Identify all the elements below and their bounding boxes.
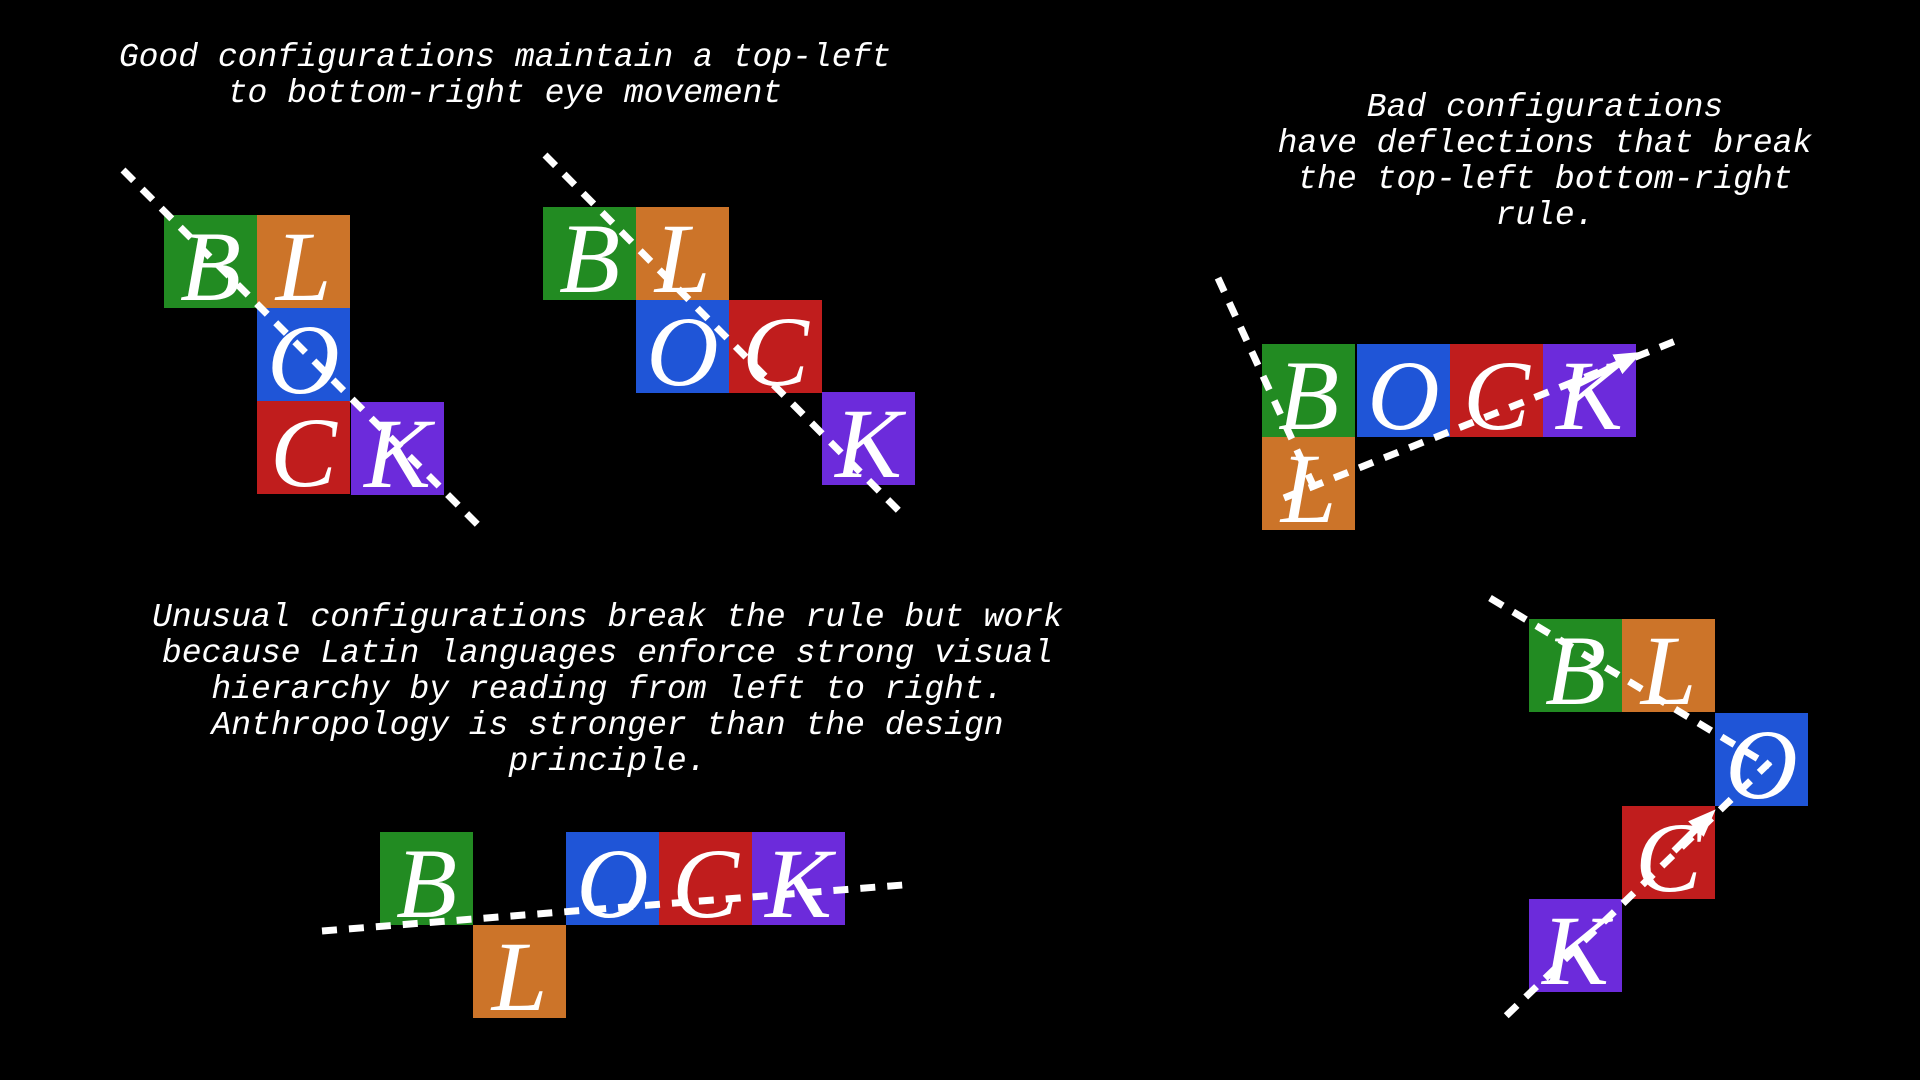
block-bad-2-K: K	[1529, 899, 1622, 1000]
block-letter: K	[835, 387, 902, 499]
block-unusual-O: O	[566, 832, 659, 933]
block-bad-1-K: K	[1543, 344, 1636, 445]
block-letter: O	[267, 303, 340, 415]
block-bad-1-B: B	[1262, 344, 1355, 445]
block-letter: O	[1725, 708, 1798, 820]
block-letter: C	[742, 295, 809, 407]
block-letter: C	[1635, 801, 1702, 913]
block-good-1-K: K	[351, 402, 444, 503]
block-letter: L	[1640, 614, 1697, 726]
block-letter: B	[558, 202, 621, 314]
block-unusual-K: K	[752, 832, 845, 933]
block-good-2-C: C	[729, 300, 822, 401]
block-letter: B	[395, 827, 458, 939]
block-unusual-B: B	[380, 832, 473, 933]
block-good-2-K: K	[822, 392, 915, 493]
block-letter: O	[646, 295, 719, 407]
block-letter: B	[1277, 339, 1340, 451]
block-bad-2-O: O	[1715, 713, 1808, 814]
block-good-1-O: O	[257, 308, 350, 409]
caption-line: principle.	[508, 743, 707, 780]
caption-line: the top-left bottom-right	[1297, 161, 1793, 198]
block-letter: O	[576, 827, 649, 939]
block-letter: L	[654, 202, 711, 314]
block-letter: K	[1542, 894, 1609, 1006]
block-bad-2-B: B	[1529, 619, 1622, 720]
block-letter: C	[1463, 339, 1530, 451]
block-letter: K	[364, 397, 431, 509]
block-letter: L	[1280, 432, 1337, 544]
block-bad-2-C: C	[1622, 806, 1715, 907]
block-good-2-O: O	[636, 300, 729, 401]
block-letter: L	[275, 210, 332, 322]
block-letter: L	[491, 920, 548, 1032]
block-good-1-B: B	[164, 215, 257, 316]
caption-line: to bottom-right eye movement	[227, 75, 783, 112]
block-letter: K	[765, 827, 832, 939]
block-good-2-L: L	[636, 207, 729, 308]
block-bad-1-C: C	[1450, 344, 1543, 445]
caption-line: Unusual configurations break the rule bu…	[152, 599, 1063, 636]
block-letter: O	[1367, 339, 1440, 451]
caption-line: rule.	[1495, 197, 1595, 234]
caption-line: hierarchy by reading from left to right.	[211, 671, 1004, 708]
block-bad-2-L: L	[1622, 619, 1715, 720]
block-good-1-L: L	[257, 215, 350, 316]
block-letter: B	[179, 210, 242, 322]
block-bad-1-O: O	[1357, 344, 1450, 445]
block-unusual-C: C	[659, 832, 752, 933]
block-bad-1-L: L	[1262, 437, 1355, 538]
block-letter: K	[1556, 339, 1623, 451]
block-unusual-L: L	[473, 925, 566, 1026]
caption-line: Anthropology is stronger than the design	[211, 707, 1004, 744]
caption-line: Good configurations maintain a top-left	[118, 39, 892, 76]
caption-unusual: Unusual configurations break the rule bu…	[145, 600, 1070, 780]
caption-line: because Latin languages enforce strong v…	[161, 635, 1054, 672]
block-letter: C	[672, 827, 739, 939]
block-letter: C	[270, 396, 337, 508]
caption-line: Bad configurations	[1366, 89, 1724, 126]
block-letter: B	[1544, 614, 1607, 726]
caption-line: have deflections that break	[1277, 125, 1813, 162]
block-good-2-B: B	[543, 207, 636, 308]
block-good-1-C: C	[257, 401, 350, 502]
